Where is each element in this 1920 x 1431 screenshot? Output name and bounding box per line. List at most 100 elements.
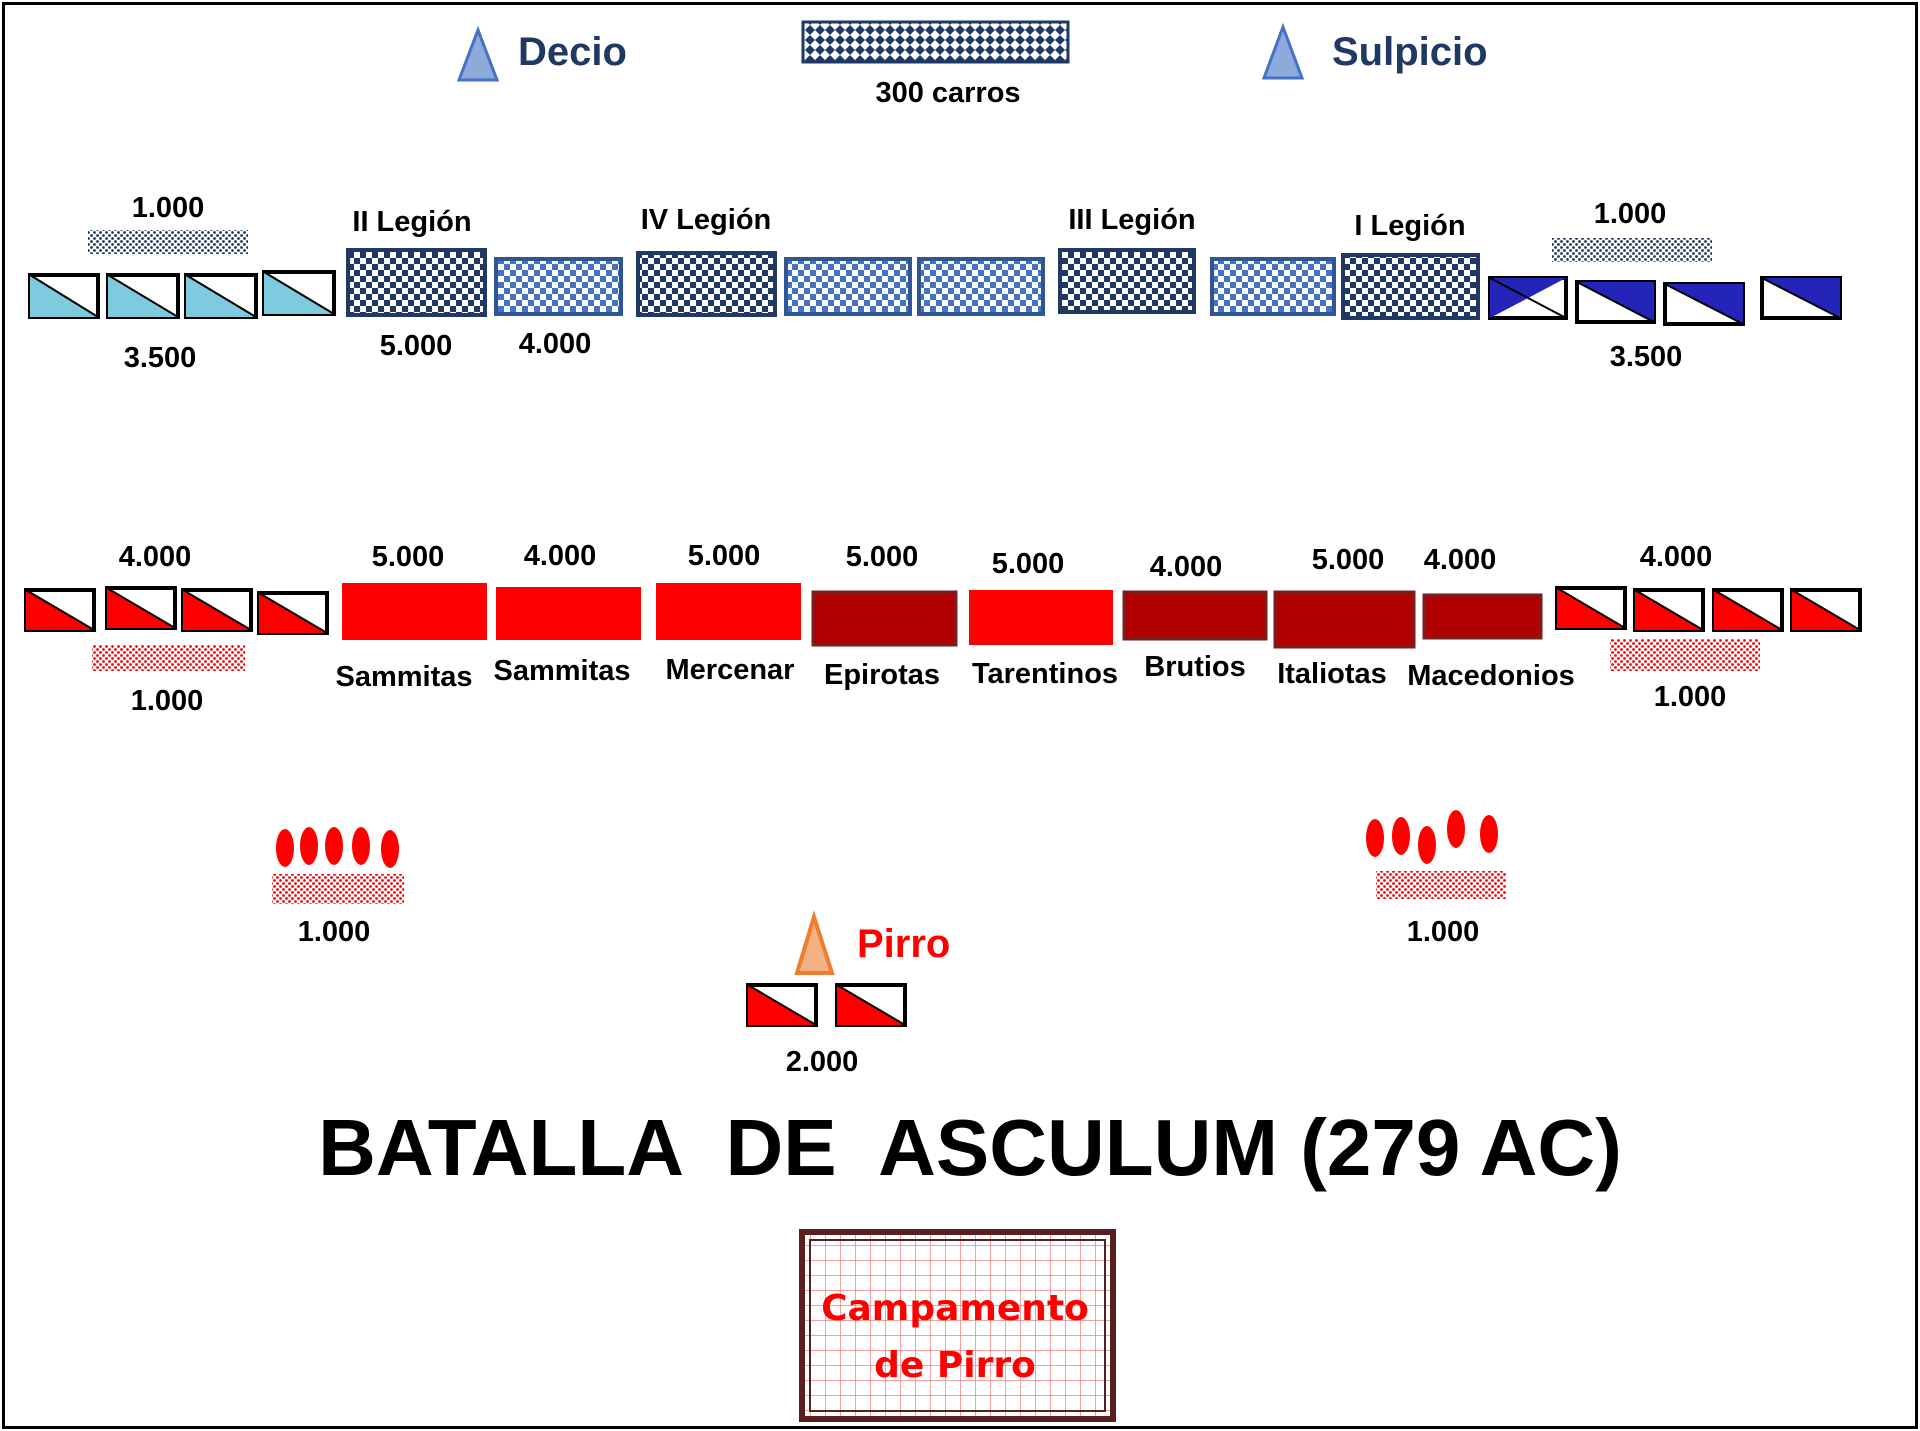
elephants-right-count: 1.000 [1407,916,1480,948]
infantry-mercenar [656,583,801,640]
infantry-name: Italiotas [1277,658,1387,690]
pyrrhus-guard-cavalry [746,983,907,1027]
camp-label-line1: Campamento [821,1288,1089,1329]
infantry-italiotas [1273,590,1416,649]
infantry-sammitas-2 [496,587,641,640]
infantry-count: 4.000 [1424,544,1497,576]
legion-i [1341,253,1480,320]
legion-iv [636,251,777,317]
infantry-count: 5.000 [846,541,919,573]
chariots-label: 300 carros [875,77,1020,109]
elephant-icon [1392,817,1410,855]
pyrrhus-left-skirmishers [92,645,245,671]
cavalry-unit [106,273,180,319]
elephant-escort-skirmishers [272,874,404,904]
cavalry-unit [1790,588,1862,632]
roman-left-cavalry-count: 3.500 [124,342,197,374]
pyrrhus-right-skirmishers [1610,639,1760,671]
elephant-icon [1366,819,1384,857]
cavalry-unit [184,273,258,319]
legion-label-iv: IV Legión [641,204,772,236]
cavalry-unit [105,586,177,630]
elephant-icon [325,827,343,865]
cavalry-unit [24,588,96,632]
infantry-macedonios [1422,593,1543,640]
allied-unit-4 [1210,257,1336,316]
cavalry-unit [262,270,336,316]
diagram-title: BATALLA DE ASCULUM (279 AC) [318,1103,1622,1192]
elephants-right [1366,810,1506,899]
roman-left-skirmishers [88,230,248,254]
cavalry-unit [1488,276,1568,320]
commander-label-pirro: Pirro [857,922,950,966]
roman-right-skirmishers [1552,238,1712,262]
roman-chariots: 300 carros [801,20,1070,109]
legion-ii-count: 5.000 [380,330,453,362]
commander-orange-marker-icon [794,910,835,975]
elephant-icon [352,827,370,865]
pyrrhus-guard-count: 2.000 [786,1046,859,1078]
cavalry-unit [257,591,329,635]
infantry-count: 4.000 [524,540,597,572]
pyrrhus-camp: Campamento de Pirro [799,1229,1116,1422]
commander-label-decio: Decio [518,30,627,74]
infantry-count: 5.000 [992,548,1065,580]
commander-pirro: Pirro [794,910,950,975]
infantry-count: 4.000 [1150,551,1223,583]
roman-right-cavalry-count: 3.500 [1610,341,1683,373]
pyrrhus-left-skirmishers-count: 1.000 [131,685,204,717]
roman-left-skirmishers-count: 1.000 [132,192,205,224]
infantry-name: Sammitas [493,655,630,687]
elephant-icon [381,830,399,868]
elephant-icon [1418,826,1436,864]
infantry-name: Epirotas [824,659,940,691]
allied-unit-1-count: 4.000 [519,328,592,360]
elephant-icon [1447,810,1465,848]
cavalry-unit [1575,280,1656,324]
infantry-count: 5.000 [1312,544,1385,576]
commander-label-sulpicio: Sulpicio [1332,30,1488,74]
elephants-left-count: 1.000 [298,916,371,948]
commander-decio: Decio [456,25,627,82]
allied-unit-3 [917,257,1045,316]
infantry-name: Mercenar [666,654,795,686]
elephants-left [272,827,404,904]
infantry-name: Brutios [1144,651,1246,683]
legion-ii [346,248,487,317]
infantry-name: Sammitas [335,661,472,693]
chariots-unit [801,20,1070,64]
infantry-sammitas-1 [342,583,487,640]
infantry-count: 5.000 [688,540,761,572]
pyrrhus-right-skirmishers-count: 1.000 [1654,681,1727,713]
elephant-icon [300,827,318,865]
cavalry-unit [1712,588,1784,632]
commander-blue-marker-icon [1261,22,1305,80]
pyrrhus-right-cavalry-count: 4.000 [1640,541,1713,573]
legion-label-ii: II Legión [352,206,471,238]
cavalry-unit [835,983,907,1027]
elephant-escort-skirmishers [1376,871,1506,899]
commander-sulpicio: Sulpicio [1261,22,1488,80]
infantry-brutios [1122,590,1268,641]
roman-right-skirmishers-count: 1.000 [1594,198,1667,230]
elephant-icon [1480,815,1498,853]
cavalry-unit [28,273,100,319]
camp-label-line2: de Pirro [874,1345,1036,1386]
infantry-count: 5.000 [372,541,445,573]
pyrrhus-right-cavalry [1555,586,1862,632]
cavalry-unit [181,588,253,632]
cavalry-unit [1663,282,1745,326]
commander-blue-marker-icon [456,25,500,82]
roman-right-cavalry [1488,276,1842,326]
cavalry-unit [746,983,818,1027]
elephant-icon [276,829,294,867]
pyrrhus-left-cavalry [24,586,329,635]
cavalry-unit [1760,276,1842,320]
infantry-epirotas [811,590,958,647]
infantry-name: Tarentinos [972,658,1118,690]
roman-left-cavalry [28,270,336,319]
infantry-name: Macedonios [1407,660,1575,692]
cavalry-unit [1555,586,1627,630]
cavalry-unit [1633,588,1705,632]
infantry-tarentinos [969,590,1113,645]
